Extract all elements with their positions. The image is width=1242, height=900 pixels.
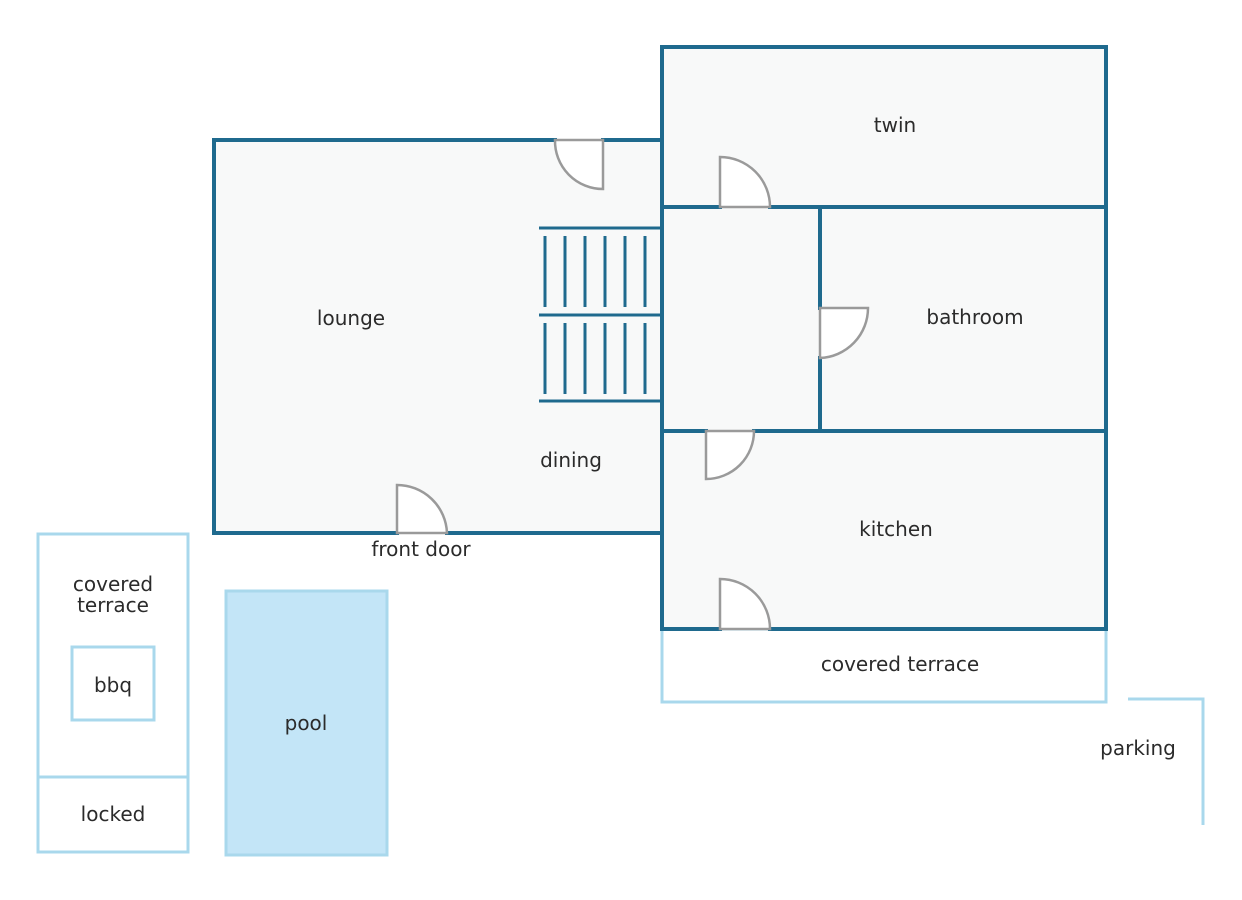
hallway (662, 207, 820, 431)
label-bbq: bbq (94, 673, 132, 697)
labels: twin lounge bathroom dining kitchen fron… (73, 113, 1176, 826)
label-covered-terrace-right: covered terrace (821, 652, 979, 676)
lounge-dining-room (214, 140, 662, 533)
label-front-door: front door (371, 537, 471, 561)
parking-outline (1128, 697, 1205, 825)
pool-area (224, 589, 389, 857)
staircase (539, 226, 662, 403)
door-lounge-top (553, 138, 605, 191)
label-covered-terrace-left-line1: covered (73, 572, 153, 596)
door-bathroom (818, 306, 870, 360)
label-dining: dining (540, 448, 602, 472)
door-front (395, 483, 449, 535)
label-parking: parking (1100, 736, 1176, 760)
doors (395, 138, 870, 631)
door-kitchen (704, 429, 756, 481)
bbq-area (70, 645, 156, 722)
label-pool: pool (285, 711, 328, 735)
label-kitchen: kitchen (859, 517, 933, 541)
label-twin: twin (874, 113, 916, 137)
label-bathroom: bathroom (926, 305, 1023, 329)
walls (212, 45, 1108, 631)
label-lounge: lounge (317, 306, 385, 330)
label-covered-terrace-left-line2: terrace (77, 593, 149, 617)
label-locked: locked (81, 802, 146, 826)
covered-terrace-right (660, 627, 1108, 704)
door-kitchen-terrace (718, 577, 772, 631)
outdoor-areas (36, 532, 1205, 857)
door-twin (718, 155, 772, 209)
